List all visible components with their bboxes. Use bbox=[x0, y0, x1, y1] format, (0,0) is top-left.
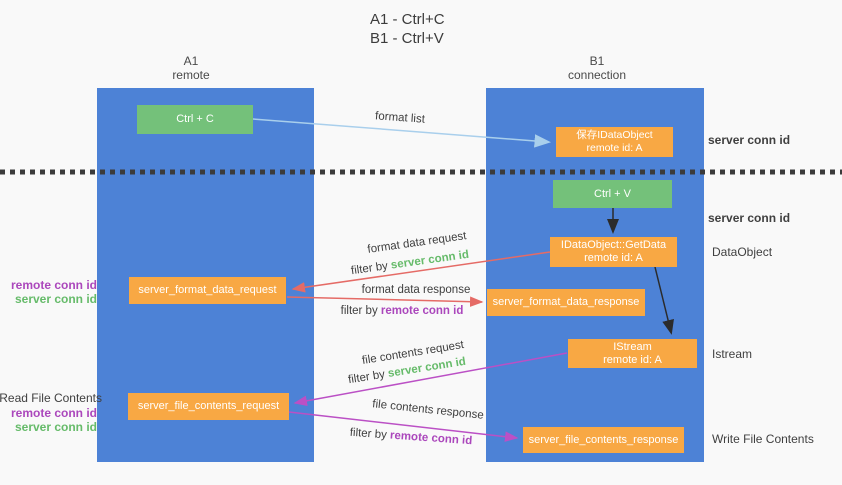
save-dataobject-line1: 保存IDataObject bbox=[576, 129, 653, 141]
right-column-header: B1 connection bbox=[536, 54, 658, 82]
server-format-data-request-label: server_format_data_request bbox=[138, 284, 277, 296]
file-contents-response-filter-label: filter by remote conn id bbox=[349, 427, 472, 448]
save-dataobject-node: 保存IDataObject remote id: A bbox=[556, 127, 673, 157]
server-file-contents-response-label: server_file_contents_response bbox=[528, 433, 679, 446]
format-data-response-label: format data response bbox=[361, 284, 471, 296]
left-header-role: remote bbox=[172, 68, 210, 82]
diagram-title: A1 - Ctrl+C B1 - Ctrl+V bbox=[370, 10, 445, 48]
ctrl-c-node: Ctrl + C bbox=[137, 105, 253, 134]
ctrl-c-label: Ctrl + C bbox=[176, 113, 214, 125]
server-file-contents-response-node: server_file_contents_response bbox=[523, 427, 684, 453]
ctrl-v-label: Ctrl + V bbox=[594, 187, 631, 200]
file-conn-id-annotation-block: remote conn id server conn id bbox=[10, 406, 97, 434]
filter-by-text: filter by bbox=[350, 260, 389, 278]
title-line-2: B1 - Ctrl+V bbox=[370, 30, 444, 47]
getdata-line1: IDataObject::GetData bbox=[560, 239, 667, 251]
file-contents-response-label: file contents response bbox=[371, 398, 485, 422]
ctrl-v-node: Ctrl + V bbox=[553, 180, 672, 208]
istream-annotation: Istream bbox=[712, 347, 753, 361]
server-conn-id-annotation-mid: server conn id bbox=[708, 211, 791, 225]
write-file-contents-annotation: Write File Contents bbox=[712, 432, 814, 446]
server-file-contents-request-node: server_file_contents_request bbox=[128, 393, 289, 420]
left-header-id: A1 bbox=[183, 54, 199, 68]
remote-conn-id-text: remote conn id bbox=[389, 429, 473, 448]
dataobject-annotation: DataObject bbox=[712, 245, 773, 259]
format-data-response-arrow bbox=[286, 296, 484, 307]
filter-by-text: filter by bbox=[349, 426, 388, 442]
left-column-header: A1 remote bbox=[130, 54, 252, 82]
getdata-line2: remote id: A bbox=[584, 252, 643, 264]
server-format-data-response-label: server_format_data_response bbox=[492, 296, 640, 308]
istream-line2: remote id: A bbox=[603, 353, 662, 366]
remote-conn-id-text: remote conn id bbox=[380, 305, 464, 317]
format-list-label: format list bbox=[374, 110, 426, 126]
server-file-contents-request-label: server_file_contents_request bbox=[137, 400, 280, 412]
server-conn-id-annotation: server conn id bbox=[14, 291, 97, 306]
getdata-node: IDataObject::GetData remote id: A bbox=[550, 237, 677, 267]
title-line-1: A1 - Ctrl+C bbox=[370, 11, 445, 28]
server-format-data-response-node: server_format_data_response bbox=[487, 289, 645, 316]
save-dataobject-line2: remote id: A bbox=[586, 142, 643, 154]
server-conn-id-annotation-top: server conn id bbox=[708, 133, 791, 147]
right-header-role: connection bbox=[567, 68, 627, 82]
filter-by-text: filter by bbox=[340, 305, 378, 317]
istream-line1: IStream bbox=[613, 340, 652, 353]
right-header-id: B1 bbox=[589, 54, 605, 68]
server-format-data-request-node: server_format_data_request bbox=[129, 277, 286, 304]
remote-conn-id-annotation: remote conn id bbox=[10, 406, 97, 420]
filter-by-text: filter by bbox=[347, 368, 386, 387]
format-conn-id-annotation-block: remote conn id server conn id bbox=[10, 278, 97, 306]
read-file-contents-annotation: Read File Contents bbox=[0, 391, 102, 405]
remote-conn-id-annotation: remote conn id bbox=[10, 278, 97, 292]
server-conn-id-annotation: server conn id bbox=[14, 419, 97, 434]
server-conn-id-text: server conn id bbox=[390, 248, 470, 272]
istream-node: IStream remote id: A bbox=[568, 339, 697, 368]
format-data-response-filter-label: filter by remote conn id bbox=[341, 305, 464, 317]
